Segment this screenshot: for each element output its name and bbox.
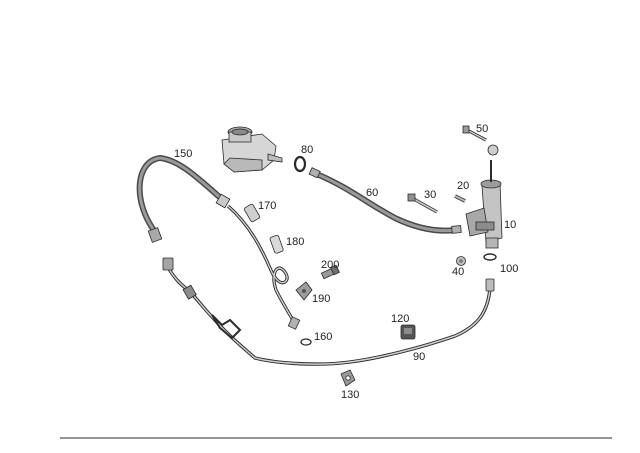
reservoir-tank[interactable] xyxy=(221,126,283,173)
callout-20: 20 xyxy=(457,180,469,192)
callout-130: 130 xyxy=(341,389,359,401)
callout-160: 160 xyxy=(314,331,332,343)
callout-90: 90 xyxy=(413,351,425,363)
callout-50: 50 xyxy=(476,123,488,135)
callout-190: 190 xyxy=(312,293,330,305)
holder-120[interactable] xyxy=(400,324,416,340)
bracket-190[interactable] xyxy=(295,281,313,301)
callout-170: 170 xyxy=(258,200,276,212)
screw-20[interactable] xyxy=(454,194,466,203)
screw-200[interactable] xyxy=(320,264,340,280)
nut-40[interactable] xyxy=(456,256,466,266)
callout-80: 80 xyxy=(301,144,313,156)
hose-150[interactable] xyxy=(136,155,231,243)
bolt-50[interactable] xyxy=(462,125,487,142)
callout-150: 150 xyxy=(174,148,192,160)
hose-clamp-80[interactable] xyxy=(293,155,307,173)
callout-60: 60 xyxy=(366,187,378,199)
bolt-30[interactable] xyxy=(407,193,438,214)
callout-10: 10 xyxy=(504,219,516,231)
callout-30: 30 xyxy=(424,189,436,201)
callout-180: 180 xyxy=(286,236,304,248)
o-ring-100[interactable] xyxy=(483,253,497,261)
clip-130[interactable] xyxy=(340,369,356,387)
callout-200: 200 xyxy=(321,259,339,271)
line-160[interactable] xyxy=(226,204,312,346)
callout-100: 100 xyxy=(500,263,518,275)
line-90[interactable] xyxy=(162,257,495,366)
hose-60[interactable] xyxy=(308,167,462,234)
master-cylinder-10[interactable] xyxy=(465,144,503,249)
sleeve-180[interactable] xyxy=(269,234,284,254)
sleeve-170[interactable] xyxy=(244,203,261,223)
callout-120: 120 xyxy=(391,313,409,325)
callout-40: 40 xyxy=(452,266,464,278)
